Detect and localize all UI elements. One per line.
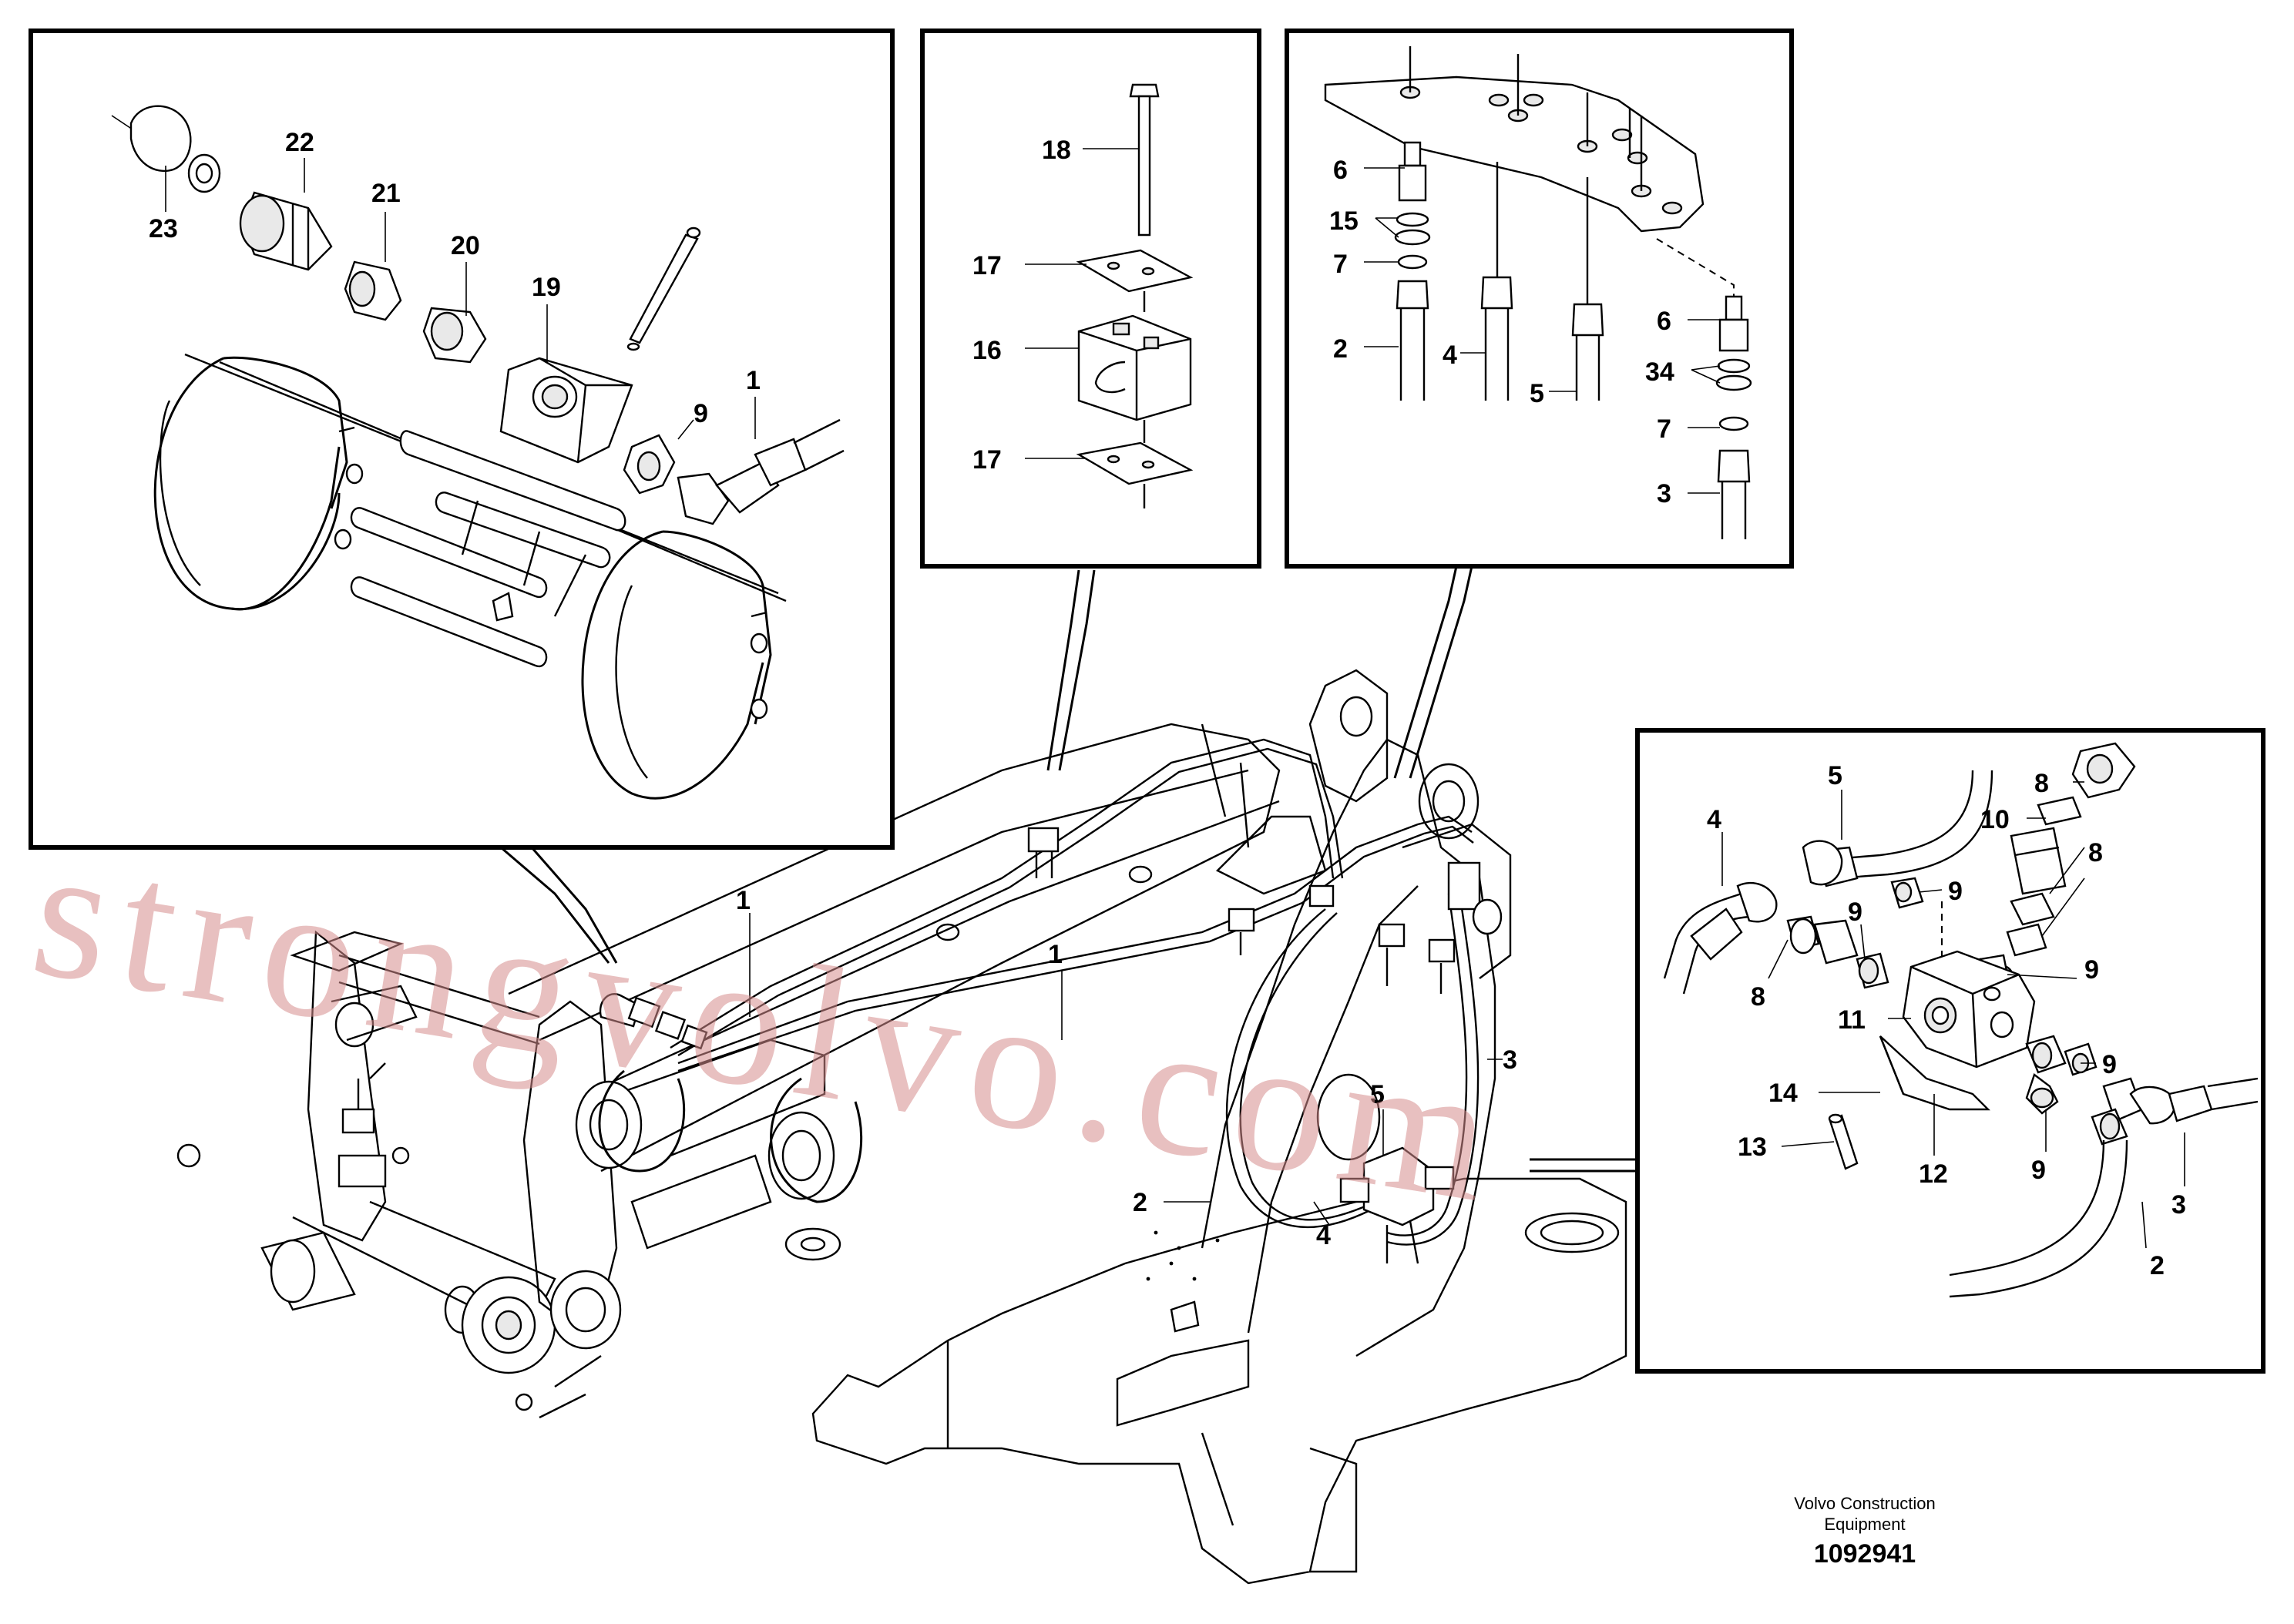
main-callout-4: 4 [1316, 1221, 1331, 1250]
inset-d-callout-13: 13 [1738, 1132, 1767, 1162]
main-callout-1a: 1 [736, 886, 751, 915]
main-callout-3: 3 [1503, 1045, 1517, 1075]
inset-d-callout-10: 10 [1980, 805, 2010, 834]
inset-d-callout-11: 11 [1838, 1005, 1866, 1035]
inset-c-callout-6a: 6 [1333, 156, 1348, 185]
brand-line-1: Volvo Construction [1794, 1494, 1936, 1513]
inset-a-callout-23: 23 [149, 214, 178, 243]
inset-d-callout-14: 14 [1768, 1079, 1798, 1108]
inset-d-callout-8b: 8 [2088, 838, 2103, 867]
inset-c-callout-7a: 7 [1333, 250, 1348, 279]
inset-b-callout-17b: 17 [972, 445, 1002, 475]
inset-c-callout-4: 4 [1443, 341, 1457, 370]
main-callout-5: 5 [1370, 1080, 1385, 1109]
inset-c-bracket-detail: 6 15 7 2 4 5 6 34 7 3 [1285, 29, 1794, 569]
inset-d-callout-4: 4 [1707, 805, 1721, 834]
inset-c-callout-6b: 6 [1657, 307, 1671, 336]
inset-a-callout-21: 21 [371, 179, 401, 208]
inset-a-callout-19: 19 [532, 273, 561, 302]
main-callout-2: 2 [1133, 1188, 1147, 1217]
main-pipe-clamps [1027, 827, 1503, 994]
inset-b-callout-17a: 17 [972, 251, 1002, 280]
loader-front-frame [176, 669, 1627, 1585]
brand-line-2: Equipment [1824, 1515, 1906, 1534]
frame-bolt-dots [1146, 1230, 1220, 1281]
inset-d-callout-3: 3 [2171, 1190, 2186, 1220]
inset-c-callout-2: 2 [1333, 334, 1348, 364]
inset-d-callout-8a: 8 [2034, 769, 2049, 798]
inset-c-callout-5: 5 [1530, 379, 1544, 408]
inset-b-callout-18: 18 [1042, 136, 1071, 165]
inset-a-callout-22: 22 [285, 128, 314, 157]
inset-d-callout-9c: 9 [2084, 955, 2099, 985]
main-valve-block [1339, 1146, 1455, 1264]
inset-a-callout-1: 1 [746, 366, 761, 395]
main-hose-routing [670, 738, 1480, 1246]
inset-a-callout-9: 9 [694, 399, 708, 428]
main-left-coupling [599, 993, 708, 1050]
inset-b-clamp-detail: 18 17 16 17 [920, 29, 1261, 569]
drawing-footer: Volvo Construction Equipment 1092941 [1765, 1493, 1965, 1569]
inset-d-callout-9e: 9 [2031, 1156, 2046, 1185]
inset-d-callout-5: 5 [1828, 761, 1842, 790]
inset-d-callout-9a: 9 [1948, 877, 1963, 906]
inset-d-callout-9d: 9 [2102, 1050, 2117, 1079]
inset-d-valve-detail: 5 4 8 10 9 9 8 8 9 11 9 14 13 12 9 3 2 [1635, 728, 2265, 1374]
inset-pointers [500, 565, 1637, 1173]
inset-d-callout-2: 2 [2150, 1251, 2165, 1280]
inset-d-callout-9b: 9 [1848, 898, 1862, 927]
inset-d-callout-12: 12 [1919, 1159, 1948, 1189]
inset-a-callout-20: 20 [451, 231, 480, 260]
drawing-number: 1092941 [1813, 1539, 1916, 1569]
inset-c-callout-3: 3 [1657, 479, 1671, 508]
inset-c-callout-7b: 7 [1657, 414, 1671, 444]
inset-c-callout-15: 15 [1329, 206, 1359, 236]
inset-b-callout-16: 16 [972, 336, 1002, 365]
main-callout-1b: 1 [1048, 940, 1063, 969]
inset-c-callout-34: 34 [1645, 357, 1674, 387]
main-callouts: 1 1 3 5 2 4 [736, 886, 1517, 1250]
inset-a-coupling-detail: 23 22 21 20 19 9 1 [29, 29, 895, 850]
inset-d-callout-8c: 8 [1751, 982, 1765, 1012]
